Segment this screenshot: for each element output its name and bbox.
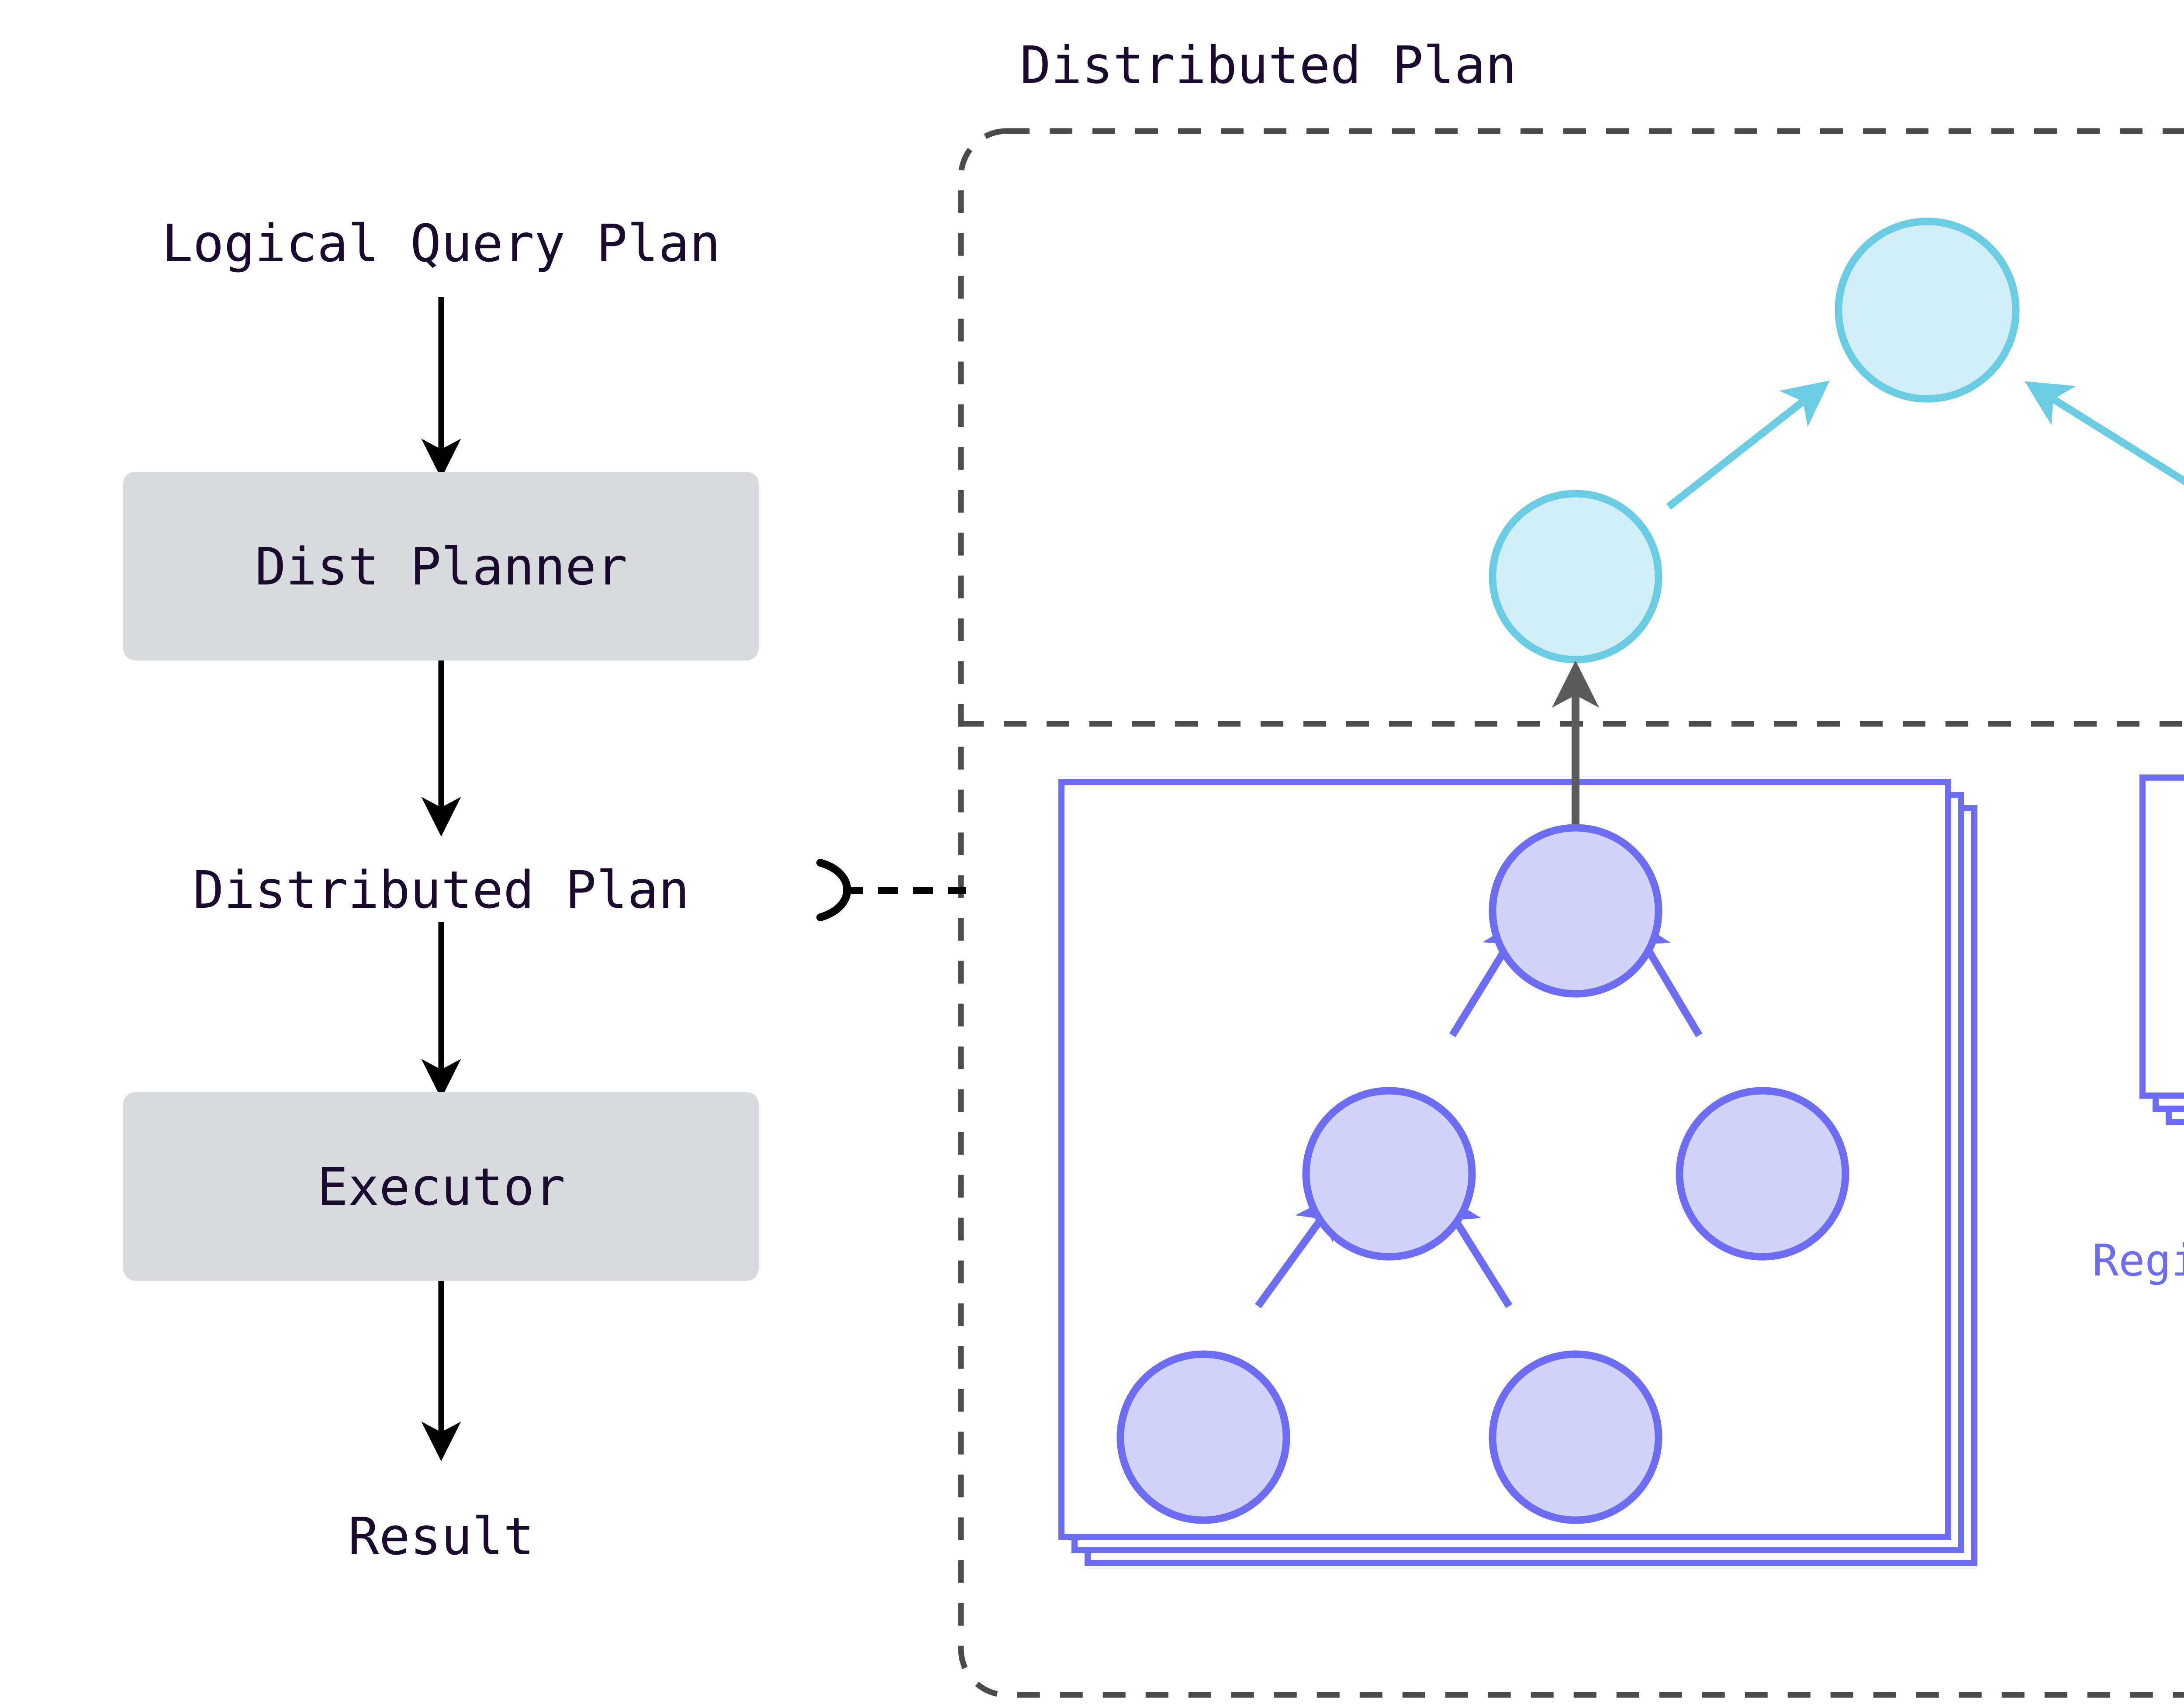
edge-frontend-right-to-root	[2025, 381, 2184, 485]
datanode-node-top-left[interactable]	[1489, 824, 1662, 998]
datanode-node-leaf-right[interactable]	[1489, 1350, 1662, 1524]
distributed-plan-panel	[958, 128, 2184, 1698]
left-step-result: Result	[348, 1506, 534, 1566]
left-step-dist-planner: Dist Planner	[255, 536, 628, 597]
regions-label: Regions	[2092, 1235, 2184, 1286]
frontend-node-root[interactable]	[1835, 218, 2020, 403]
page-title: Distributed Plan	[1020, 35, 1517, 95]
datanode-node-mid-right[interactable]	[1676, 1087, 1849, 1261]
dist-planner-box[interactable]	[123, 472, 759, 660]
executor-box[interactable]	[123, 1092, 759, 1281]
datanode-node-leaf-left[interactable]	[1116, 1350, 1290, 1524]
frontend-node-left[interactable]	[1489, 490, 1662, 664]
datanode-node-mid-left[interactable]	[1302, 1087, 1476, 1261]
edge-frontend-left-to-root	[1666, 380, 1830, 510]
left-step-logical-query-plan: Logical Query Plan	[162, 213, 721, 273]
left-step-distributed-plan: Distributed Plan	[193, 860, 690, 920]
region-stack-right-layer-1[interactable]	[2139, 774, 2184, 1099]
left-step-executor: Executor	[317, 1157, 565, 1217]
